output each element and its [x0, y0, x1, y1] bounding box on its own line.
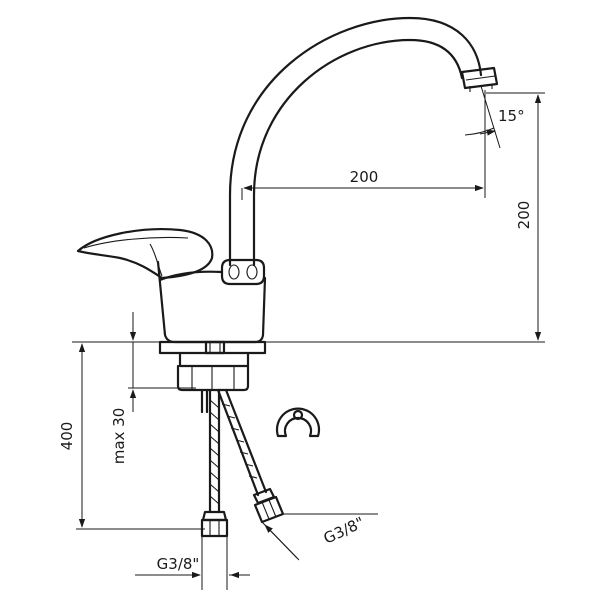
base-plate	[158, 340, 267, 355]
aerator-angle-label: 15°	[498, 107, 525, 125]
spout-height-label: 200	[515, 201, 533, 230]
aerator	[460, 66, 499, 90]
dimension-spout-reach: 200	[241, 90, 486, 200]
inlet-thread-left-label: G3/8"	[157, 555, 200, 573]
dimension-inlet-thread-left: G3/8"	[135, 536, 250, 590]
dimension-hose-length: 400	[58, 341, 205, 530]
dimension-max-counter-thickness: max 30	[110, 312, 196, 464]
flexible-hoses	[200, 388, 285, 538]
gasket	[178, 351, 250, 368]
hose-length-label: 400	[58, 422, 76, 451]
horseshoe-washer	[275, 407, 321, 438]
left-hose-nut	[200, 518, 229, 538]
left-hose-ferrule	[201, 510, 228, 522]
base-stud	[204, 340, 226, 355]
max-counter-thickness-label: max 30	[110, 408, 128, 465]
dimension-inlet-thread-right: G3/8"	[261, 513, 378, 561]
dimension-spout-height: 200	[486, 92, 545, 341]
faucet-body	[156, 260, 267, 344]
lever-handle[interactable]	[76, 228, 214, 280]
spout-reach-label: 200	[350, 168, 379, 186]
inlet-thread-right-label: G3/8"	[321, 513, 367, 547]
spout	[228, 16, 499, 267]
dimension-aerator-angle: 15°	[464, 85, 525, 149]
spout-collar	[220, 258, 266, 286]
fixing-nut	[176, 364, 250, 392]
